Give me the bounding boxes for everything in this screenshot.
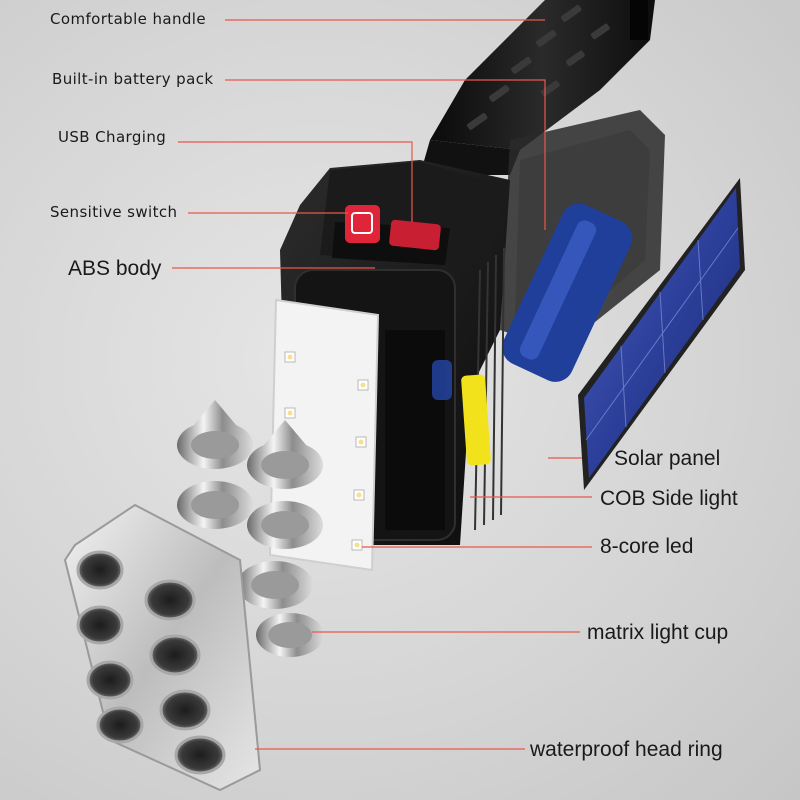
label-waterproof-head-ring: waterproof head ring — [530, 738, 723, 761]
label-battery-pack: Built-in battery pack — [52, 70, 214, 88]
solar-panel — [578, 178, 745, 490]
label-usb-charging: USB Charging — [58, 128, 167, 146]
ring-holes — [76, 550, 226, 775]
label-solar-panel: Solar panel — [614, 447, 721, 470]
leader-lines — [172, 19, 592, 750]
label-matrix-light-cup: matrix light cup — [587, 621, 729, 644]
power-switch — [332, 205, 450, 265]
matrix-reflector-cups — [177, 400, 324, 657]
label-abs-body: ABS body — [68, 257, 162, 280]
label-cob-side-light: COB Side light — [600, 487, 738, 510]
label-eight-core-led: 8-core led — [600, 535, 694, 558]
transparent-housing — [500, 110, 665, 382]
handle-grip-slots — [467, 5, 610, 130]
led-glow — [287, 354, 366, 548]
handle-strap-loop — [630, 0, 648, 40]
waterproof-head-ring — [63, 503, 262, 792]
label-comfortable-handle: Comfortable handle — [50, 10, 206, 28]
label-sensitive-switch: Sensitive switch — [50, 203, 178, 221]
cob-side-light — [461, 374, 491, 466]
